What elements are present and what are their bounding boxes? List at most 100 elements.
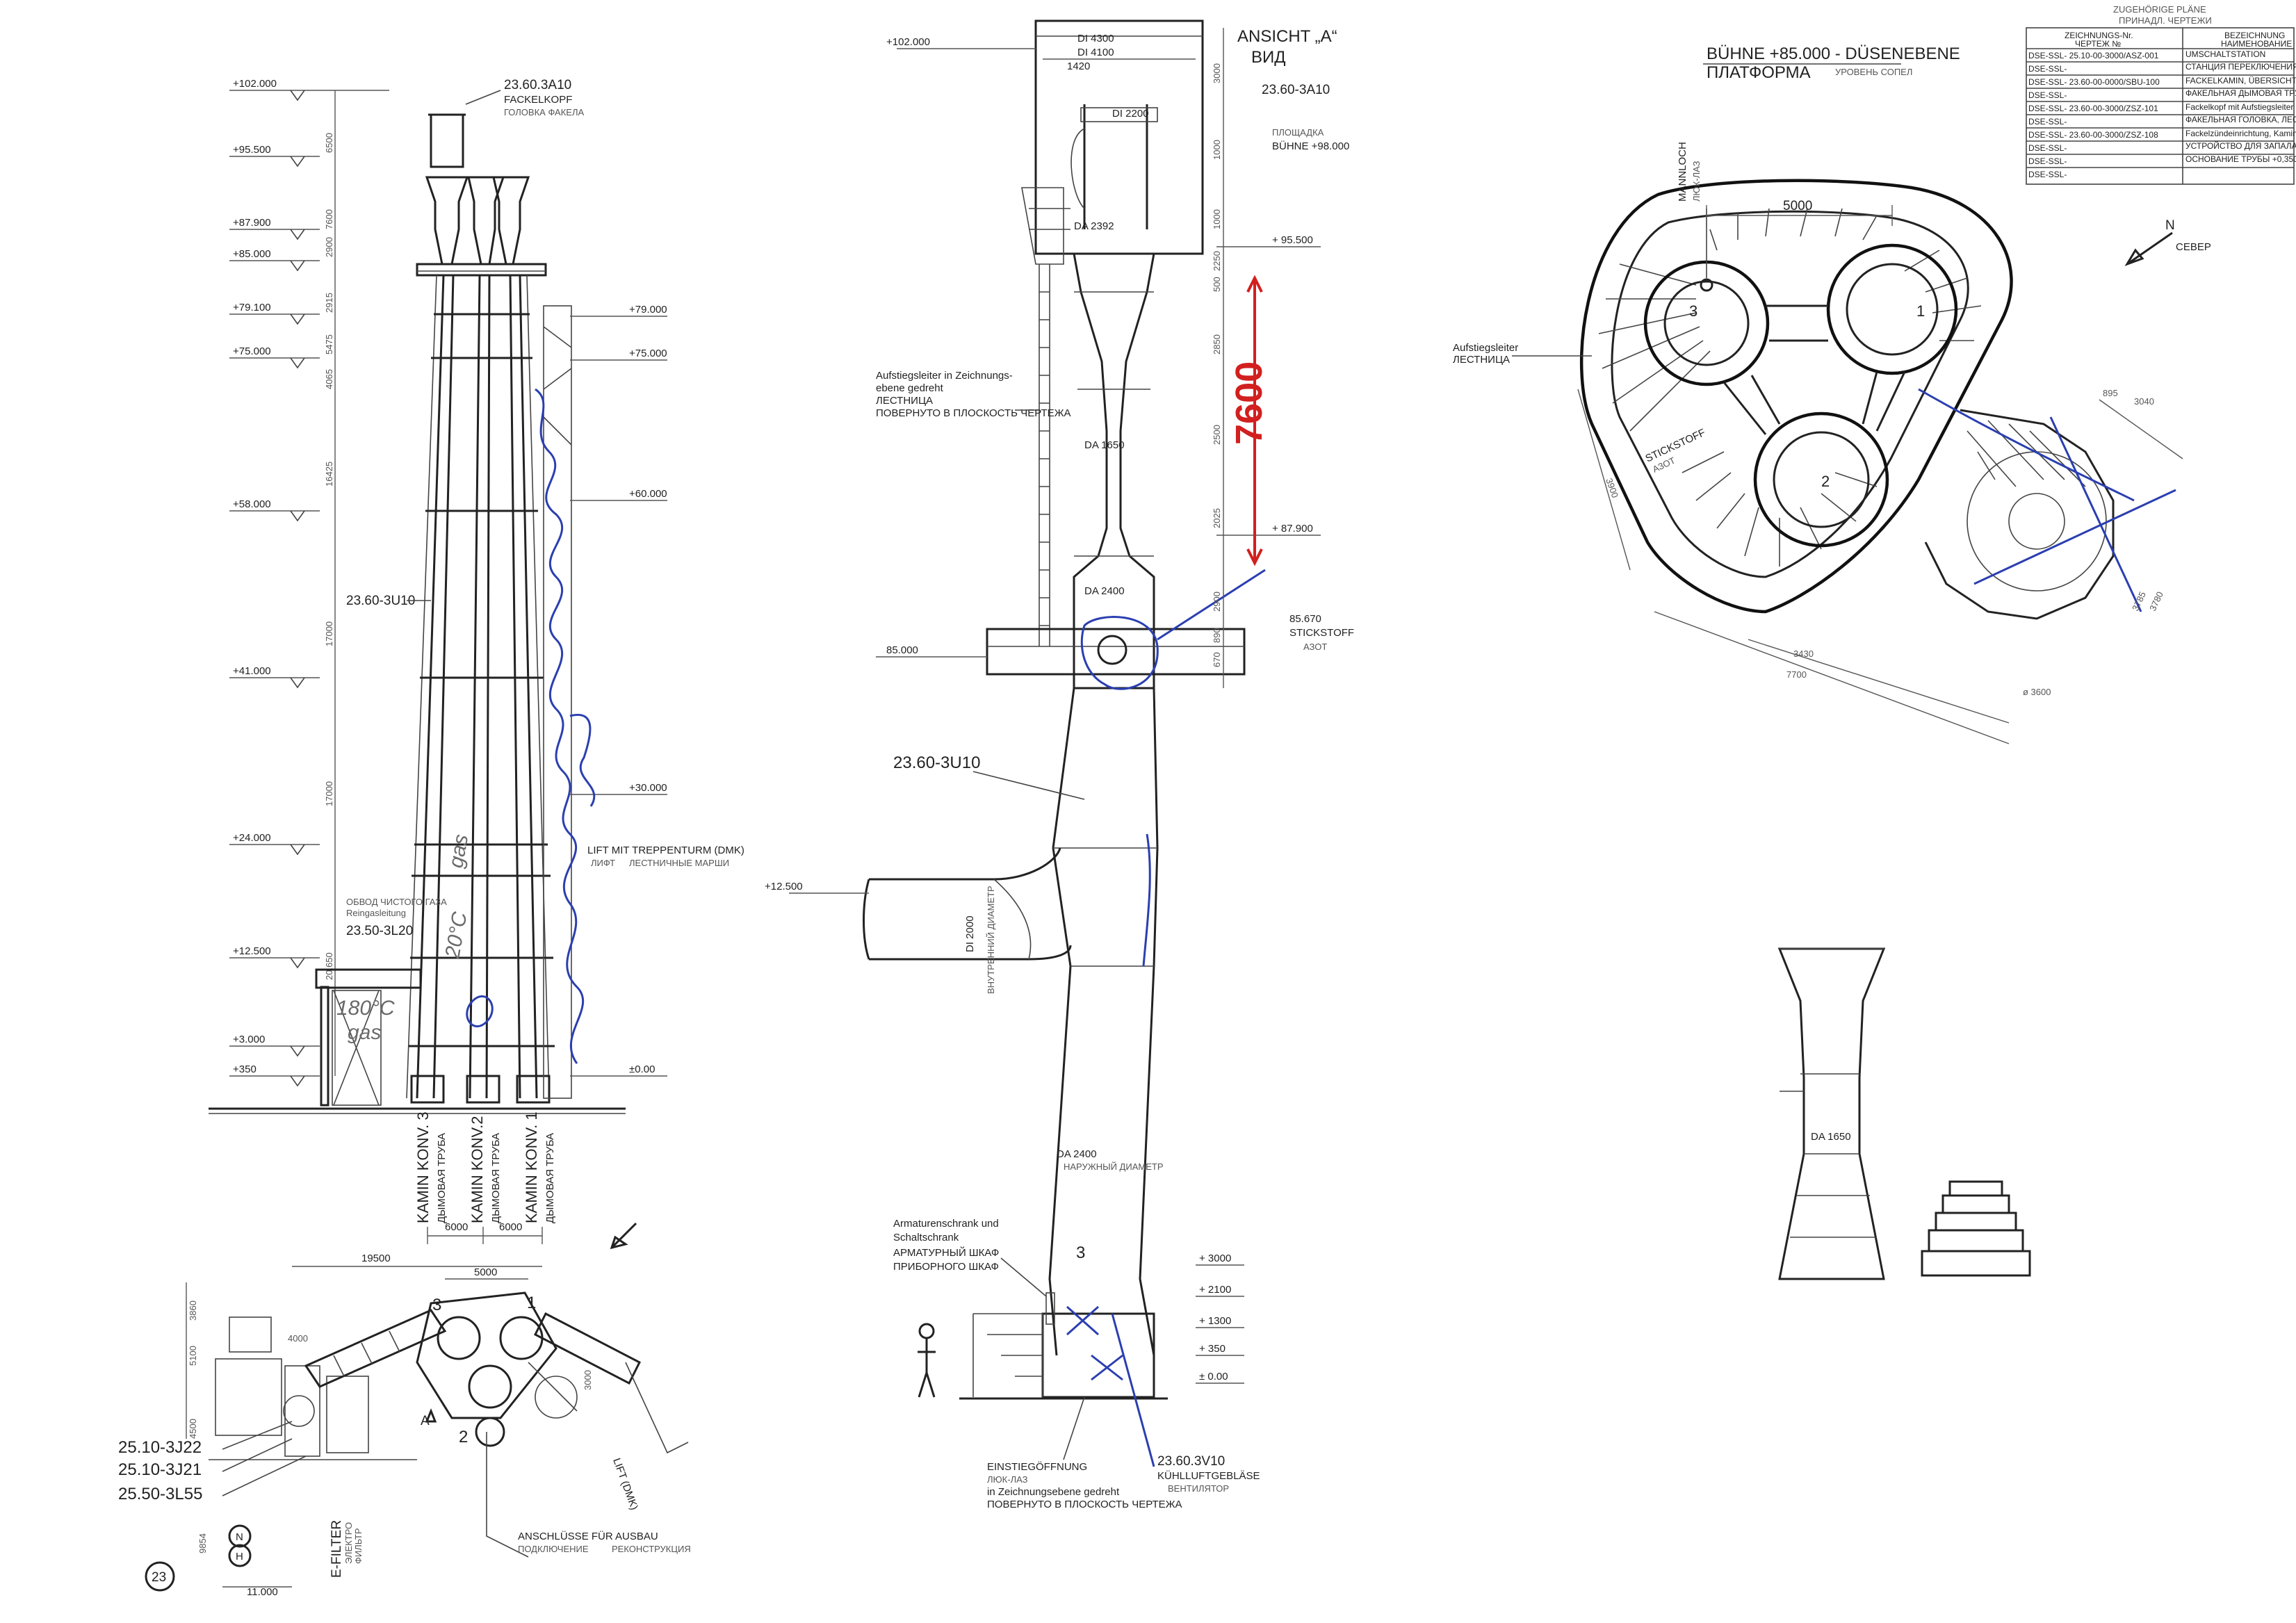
dim-4000: 4000: [288, 1333, 308, 1344]
mannloch-de: MANNLOCH: [1677, 142, 1688, 202]
dim-4500: 4500: [188, 1419, 198, 1439]
plan-stickstoff-de: STICKSTOFF: [1644, 427, 1708, 465]
elev-12500: +12.500: [765, 881, 803, 892]
stickstoff-elev: 85.670: [1289, 613, 1321, 625]
plan-aufstieg-ru: ЛЕСТНИЦА: [1453, 354, 1510, 366]
elev-label-right: +75.000: [629, 348, 667, 359]
tb-col2-de: BEZEICHNUNG: [2224, 31, 2285, 40]
dim-text: 4065: [324, 369, 334, 389]
title-block: ZUGEHÖRIGE PLÄNE ПРИНАДЛ. ЧЕРТЕЖИ ZEICHN…: [2026, 4, 2296, 185]
hand-temp-1: 180°C: [336, 997, 395, 1020]
kamin-1-label: KAMIN KONV. 1: [523, 1111, 540, 1223]
tb-row-nr: DSE-SSL- 23.60-00-3000/ZSZ-101: [2028, 104, 2158, 113]
buhne-label: BÜHNE +98.000: [1272, 140, 1349, 152]
arrow-icon: [610, 1222, 637, 1250]
dim-mid: 670: [1212, 652, 1222, 667]
hand-gas-1: gas: [348, 1021, 381, 1044]
red-dimension-7600: 7600: [1228, 361, 1270, 445]
plan-circle-2: 2: [1821, 473, 1830, 490]
elev-label: +58.000: [233, 498, 271, 510]
tb-col1-ru: ЧЕРТЕЖ №: [2075, 39, 2121, 49]
elev-label: +102.000: [233, 78, 277, 90]
plan-title-de: BÜHNE +85.000 - DÜSENEBENE: [1707, 44, 1960, 63]
plan-circle-3: 3: [1689, 302, 1697, 320]
plan-view: BÜHNE +85.000 - DÜSENEBENE ПЛАТФОРМА УРО…: [1453, 44, 2211, 744]
tb-row-de: UMSCHALTSTATION: [2185, 49, 2265, 59]
elev-label-right: +60.000: [629, 488, 667, 500]
aufstieg-ru1: ЛЕСТНИЦА: [876, 395, 933, 407]
plan-dim-3040: 3040: [2134, 396, 2154, 407]
hand-gas-2: gas: [444, 833, 473, 870]
tb-header-1: ZUGEHÖRIGE PLÄNE: [2113, 4, 2206, 15]
di-4300: DI 4300: [1077, 33, 1114, 44]
north-h: H: [236, 1551, 243, 1563]
elev-85: 85.000: [886, 644, 918, 656]
tb-col2-ru: НАИМЕНОВАНИЕ: [2221, 39, 2292, 49]
elev-label-right: +79.000: [629, 304, 667, 316]
tb-row-nr: DSE-SSL- 25.10-00-3000/ASZ-001: [2028, 51, 2159, 60]
tb-row-ru: СТАНЦИЯ ПЕРЕКЛЮЧЕНИЯ: [2185, 62, 2296, 72]
stickstoff-ru: АЗОТ: [1303, 642, 1327, 652]
lift-ru2: ЛЕСТНИЧНЫЕ МАРШИ: [629, 858, 729, 868]
tb-row-ru: ОСНОВАНИЕ ТРУБЫ +0,350: [2185, 154, 2296, 164]
di-2000-ru: ВНУТРЕННИЙ ДИАМЕТР: [986, 886, 996, 994]
north-marker-icon: [228, 1524, 252, 1548]
tb-row-nr: DSE-SSL-: [2028, 143, 2067, 153]
dim-11000: 11.000: [247, 1586, 278, 1598]
da-1650: DA 1650: [1084, 439, 1125, 451]
anschluss-de: ANSCHLÜSSE FÜR AUSBAU: [518, 1530, 658, 1542]
elev-label: +75.000: [233, 345, 271, 357]
tb-row-ru: ФАКЕЛЬНАЯ ГОЛОВКА, ЛЕСТНИЦА: [2185, 115, 2296, 124]
center-elevation-view: +102.000 DI 4300 DI 4100 1420 DI 2200 DA…: [765, 19, 1354, 1510]
aufstieg-de1: Aufstiegsleiter in Zeichnungs-: [876, 370, 1013, 382]
dim-text: 17000: [324, 781, 334, 806]
dim-text: 5475: [324, 334, 334, 354]
tb-col1-de: ZEICHNUNGS-Nr.: [2065, 31, 2133, 40]
tb-row-nr: DSE-SSL-: [2028, 117, 2067, 127]
elev-95500: + 95.500: [1272, 234, 1313, 246]
aufstieg-ru2: ПОВЕРНУТО В ПЛОСКОСТЬ ЧЕРТЕЖА: [876, 407, 1071, 419]
plan-marker-1: 1: [527, 1294, 536, 1312]
aufstieg-de2: ebene gedreht: [876, 382, 944, 394]
lift-label: LIFT MIT TREPPENTURM (DMK): [587, 845, 744, 856]
dim-text: 17000: [324, 621, 334, 646]
north-arrow-icon: [2124, 231, 2173, 266]
stickstoff-de: STICKSTOFF: [1289, 627, 1354, 639]
einstieg-de2: in Zeichnungsebene gedreht: [987, 1486, 1120, 1498]
small-da-1650: DA 1650: [1811, 1131, 1851, 1143]
ref-3: 25.50-3L55: [118, 1485, 202, 1503]
kamin-3-label: KAMIN KONV. 3: [414, 1111, 432, 1223]
dim-5000: 5000: [474, 1266, 497, 1278]
reingas-code: 23.50-3L20: [346, 924, 413, 938]
plan-aufstieg-de: Aufstiegsleiter: [1453, 342, 1518, 354]
ref-1: 25.10-3J22: [118, 1438, 202, 1457]
da-2400-low: DA 2400: [1057, 1148, 1097, 1160]
fackelkopf-de: FACKELKOPF: [504, 94, 572, 106]
dim-3860: 3860: [188, 1300, 198, 1321]
dim-9854: 9854: [197, 1533, 208, 1553]
elev-350: + 350: [1199, 1343, 1226, 1355]
page-number: 23: [152, 1570, 166, 1585]
plan-dim-3430: 3430: [1793, 649, 1814, 659]
elev-label-right: +30.000: [629, 782, 667, 794]
person-figure-icon: [918, 1323, 935, 1339]
dim-text: 2915: [324, 293, 334, 313]
dim-text: 16425: [324, 462, 334, 487]
plan-dim-3600: ø 3600: [2023, 687, 2051, 697]
lift-ru1: ЛИФТ: [591, 858, 615, 868]
kamin-2-ru: ДЫМОВАЯ ТРУБА: [490, 1133, 502, 1223]
elev-label: +350: [233, 1063, 257, 1075]
hand-temp-2: 20°C: [441, 910, 471, 961]
kuhl-ru: ВЕНТИЛЯТОР: [1168, 1483, 1229, 1494]
elev-label: +41.000: [233, 665, 271, 677]
einstieg-ru: ЛЮК-ЛАЗ: [987, 1474, 1028, 1485]
plan-title-ru2: УРОВЕНЬ СОПЕЛ: [1835, 67, 1912, 77]
plan-dim-3780: 3780: [2147, 590, 2165, 613]
dim-5100: 5100: [188, 1346, 198, 1366]
elev-label: +79.100: [233, 302, 271, 313]
di-4100: DI 4100: [1077, 47, 1114, 58]
plan-north-ru: СЕВЕР: [2176, 241, 2211, 253]
section-a-label: A: [421, 1414, 430, 1428]
reingas-de: Reingasleitung: [346, 908, 406, 918]
